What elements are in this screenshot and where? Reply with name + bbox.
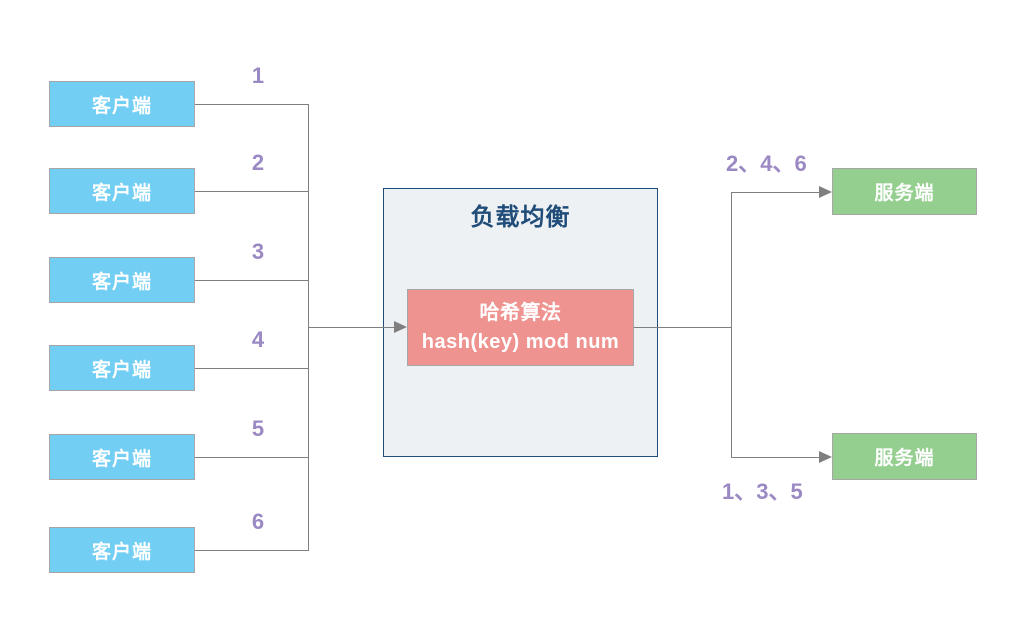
client-label: 客户端 (91, 271, 152, 293)
request-number-label: 3 (251, 239, 265, 264)
server-bus-line (731, 192, 732, 458)
client-box: 客户端 (49, 257, 195, 303)
client-connector-line (195, 191, 308, 192)
lb-output-line (634, 327, 731, 328)
request-number-label: 6 (251, 509, 265, 534)
client-label: 客户端 (91, 95, 152, 117)
client-box: 客户端 (49, 81, 195, 127)
server-box: 服务端 (832, 433, 977, 480)
server-top-branch-line (731, 192, 820, 193)
client-connector-line (195, 368, 308, 369)
server-top-arrowhead-icon (819, 186, 832, 198)
client-box: 客户端 (49, 345, 195, 391)
client-label: 客户端 (91, 182, 152, 204)
client-connector-line (195, 550, 308, 551)
hash-algorithm-formula: hash(key) mod num (421, 330, 620, 353)
client-connector-line (195, 457, 308, 458)
hash-algorithm-title: 哈希算法 (479, 301, 562, 324)
server-bottom-arrowhead-icon (819, 451, 832, 463)
request-number-label: 5 (251, 416, 265, 441)
lb-input-line (308, 327, 396, 328)
client-connector-line (195, 104, 308, 105)
server-label: 服务端 (874, 183, 935, 204)
client-connector-line (195, 280, 308, 281)
request-number-label: 2 (251, 150, 265, 175)
client-box: 客户端 (49, 434, 195, 480)
client-label: 客户端 (91, 541, 152, 563)
client-box: 客户端 (49, 168, 195, 214)
hash-algorithm-box: 哈希算法 hash(key) mod num (407, 289, 634, 366)
client-label: 客户端 (91, 359, 152, 381)
request-number-label: 4 (251, 327, 265, 352)
server-bottom-branch-line (731, 457, 820, 458)
client-box: 客户端 (49, 527, 195, 573)
server-label: 服务端 (874, 448, 935, 469)
request-number-label: 1 (251, 63, 265, 88)
server-requests-label: 1、3、5 (722, 479, 803, 504)
load-balancer-title: 负载均衡 (470, 204, 571, 231)
lb-input-arrowhead-icon (394, 321, 407, 333)
client-label: 客户端 (91, 448, 152, 470)
server-box: 服务端 (832, 168, 977, 215)
server-requests-label: 2、4、6 (726, 151, 807, 176)
